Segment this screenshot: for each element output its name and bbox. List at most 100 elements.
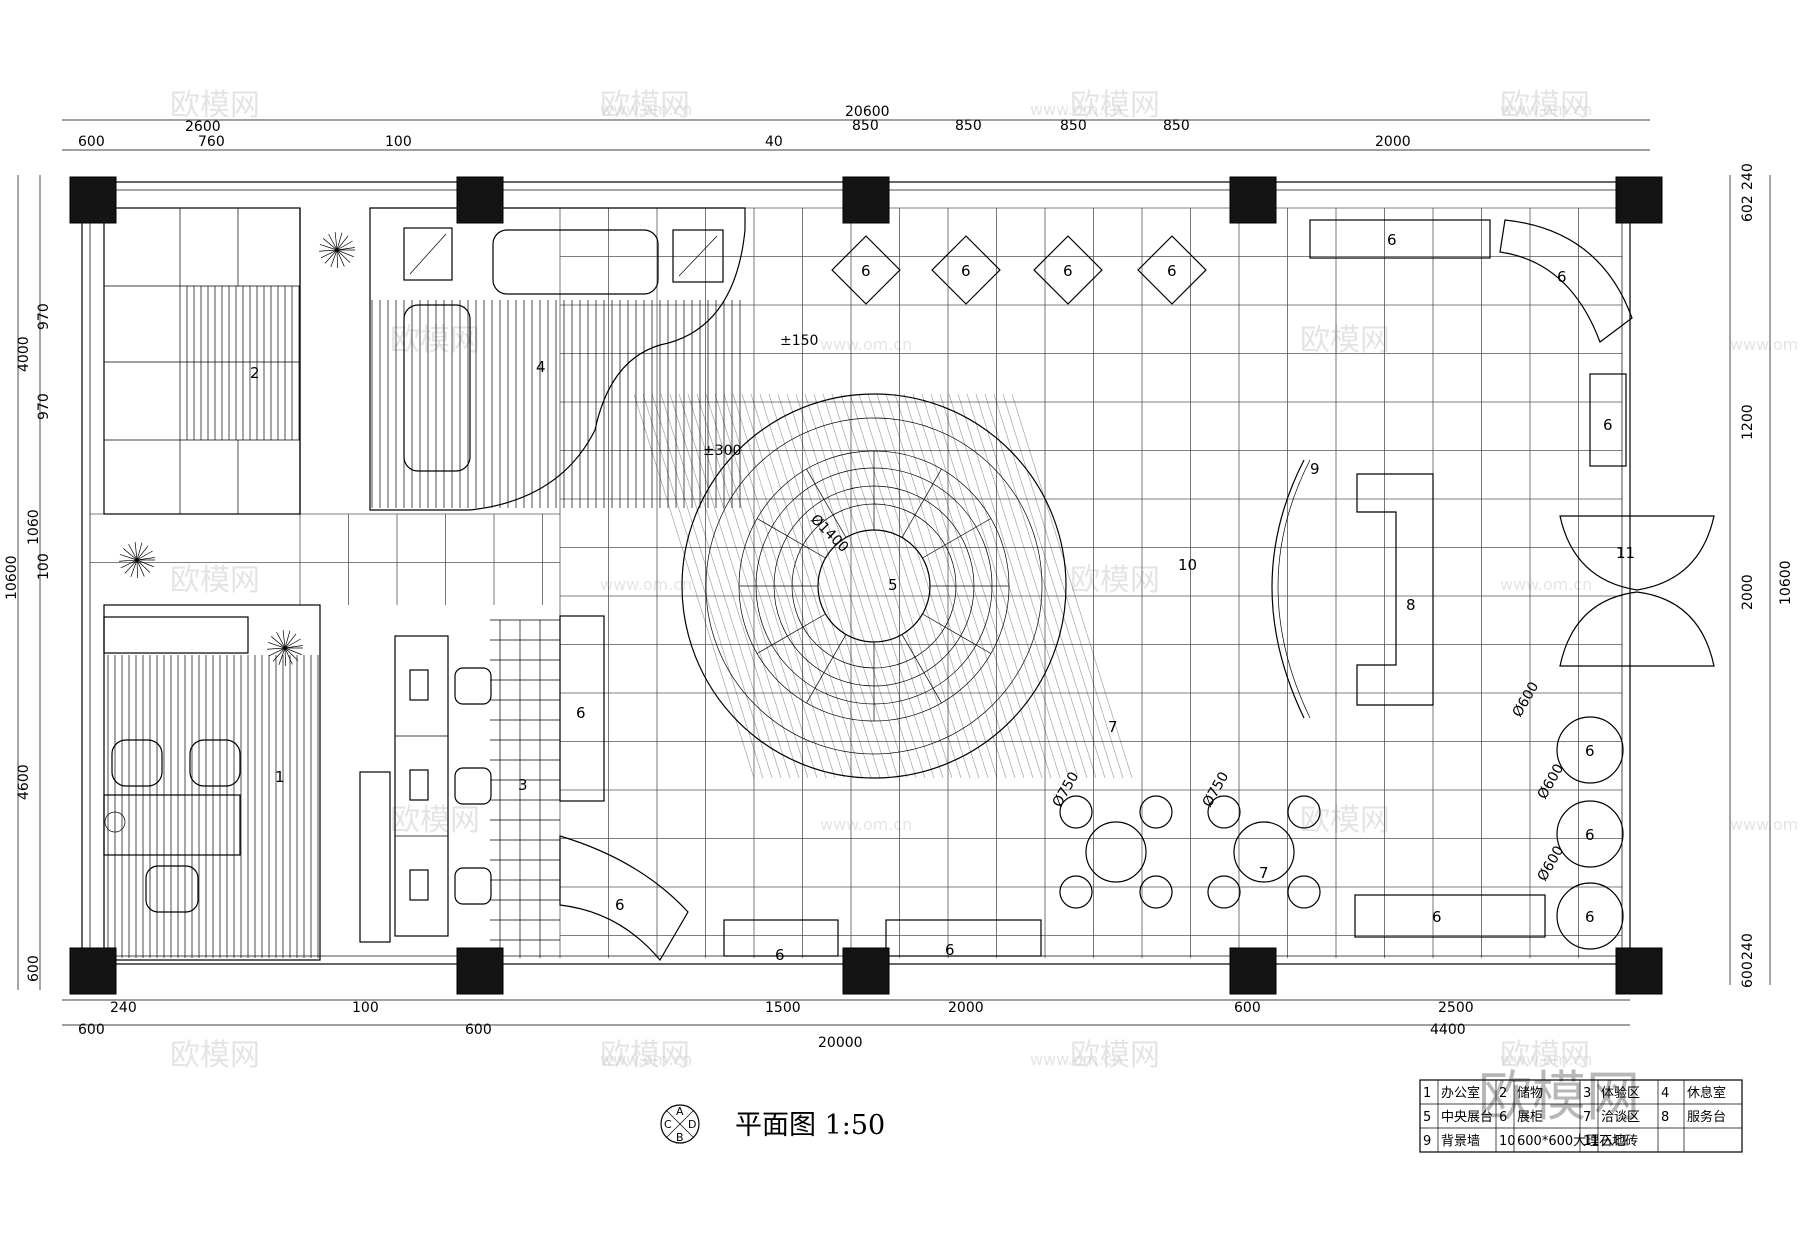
dim-label: 4000	[16, 336, 32, 372]
structural-column	[1229, 947, 1277, 995]
plant-icon	[136, 545, 149, 561]
watermark: 欧模网	[170, 563, 260, 598]
dim-label: 1060	[26, 509, 42, 545]
dim-label: 600	[465, 1022, 492, 1038]
watermark: 欧模网	[600, 88, 690, 123]
label-lounge: 4	[536, 358, 546, 376]
dim-label: 40	[765, 134, 783, 150]
dim-label: 10600	[1778, 560, 1794, 605]
label-exhibit: 6	[1387, 231, 1397, 249]
label-service: 8	[1406, 596, 1416, 614]
watermark: www.om.cn	[600, 575, 692, 594]
label-exhibit: 6	[1585, 742, 1595, 760]
diameter-label: Ø600	[1510, 679, 1543, 720]
display-cabinet-diamond	[1137, 235, 1207, 305]
chair	[1287, 795, 1321, 829]
legend-cell: 10	[1499, 1134, 1516, 1149]
lounge-sofa	[492, 229, 659, 295]
watermark: www.om.cn	[600, 1050, 692, 1069]
chair	[1059, 795, 1093, 829]
dim-label: 850	[1163, 118, 1190, 134]
structural-columns	[69, 176, 1663, 995]
structural-column	[456, 176, 504, 224]
watermark: www.om.cn	[1500, 1050, 1592, 1069]
plant-icon	[136, 559, 145, 577]
monitor-icon	[409, 869, 429, 901]
negotiation-tables	[1059, 795, 1321, 909]
plant-icon	[284, 630, 291, 649]
watermark: 欧模网	[390, 323, 480, 358]
label-storage: 2	[250, 364, 260, 382]
watermark: www.om.cn	[1730, 815, 1800, 834]
watermark: www.om.cn	[1730, 335, 1800, 354]
plant-icon	[272, 647, 286, 662]
dim-label: 600	[1740, 961, 1756, 988]
watermark: www.om.cn	[600, 100, 692, 119]
watermark: www.om.cn	[820, 335, 912, 354]
plant-icon	[336, 249, 338, 269]
dim-label: 600	[78, 1022, 105, 1038]
plant-icon	[136, 557, 155, 561]
label-exhibit: 6	[1585, 826, 1595, 844]
plant-icon	[128, 543, 138, 561]
chair	[1287, 875, 1321, 909]
chair	[1139, 875, 1173, 909]
legend-cell: 600*600大理石地砖	[1517, 1134, 1638, 1149]
legend-cell: 办公室	[1441, 1085, 1480, 1101]
legend-cell: 2	[1499, 1086, 1507, 1101]
structural-column	[1615, 176, 1663, 224]
watermark: 欧模网	[1300, 323, 1390, 358]
chair	[1207, 875, 1241, 909]
plant-icon	[336, 247, 355, 251]
display-cabinet	[1354, 894, 1546, 938]
central-platform	[633, 393, 1133, 779]
label-experience: 3	[518, 776, 528, 794]
legend-cell: 服务台	[1687, 1109, 1726, 1125]
chair	[1139, 795, 1173, 829]
dim-label: 760	[198, 134, 225, 150]
dim-label: 1200	[1740, 404, 1756, 440]
service-counter	[1356, 473, 1434, 706]
plant-icon	[284, 638, 301, 649]
label-exhibit: 6	[1167, 262, 1177, 280]
plant-icon	[122, 548, 138, 561]
plant-icon	[136, 550, 153, 561]
watermark: 欧模网	[600, 1038, 690, 1073]
round-display	[1556, 882, 1624, 950]
diameter-label: Ø1400	[807, 512, 851, 556]
watermark: 欧模网	[1070, 88, 1160, 123]
armchair	[189, 739, 241, 787]
svg-text:A: A	[676, 1105, 684, 1118]
office-desk	[103, 794, 241, 856]
legend-cell: 中央展台	[1441, 1110, 1493, 1125]
svg-text:C: C	[664, 1118, 672, 1131]
label-exhibit: 6	[775, 946, 785, 964]
structural-column	[456, 947, 504, 995]
legend-cell: 6	[1499, 1110, 1507, 1125]
legend-cell: 9	[1423, 1134, 1431, 1149]
dim-label: 600	[78, 134, 105, 150]
diameter-label: Ø600	[1535, 843, 1568, 884]
watermark: 欧模网	[170, 88, 260, 123]
plant-icon	[320, 249, 338, 259]
dim-label: 240	[1740, 933, 1756, 960]
plant-icon	[336, 249, 345, 267]
plant-icon	[136, 559, 154, 568]
plant-icon	[284, 647, 302, 656]
plant-icon	[330, 249, 338, 268]
dim-label: 970	[36, 303, 52, 330]
room-storage	[103, 207, 301, 515]
label-bgwall: 9	[1310, 460, 1320, 478]
dim-label: 2000	[1740, 574, 1756, 610]
label-floor: 10	[1178, 556, 1197, 574]
plant-icon	[136, 559, 138, 579]
label-exhibit: 6	[1557, 268, 1567, 286]
watermark: 欧模网	[390, 803, 480, 838]
display-cabinet-curved	[1499, 219, 1633, 343]
structural-column	[842, 176, 890, 224]
round-display	[1556, 716, 1624, 784]
plant-icon	[284, 645, 303, 649]
display-cabinet-curved	[559, 835, 689, 962]
